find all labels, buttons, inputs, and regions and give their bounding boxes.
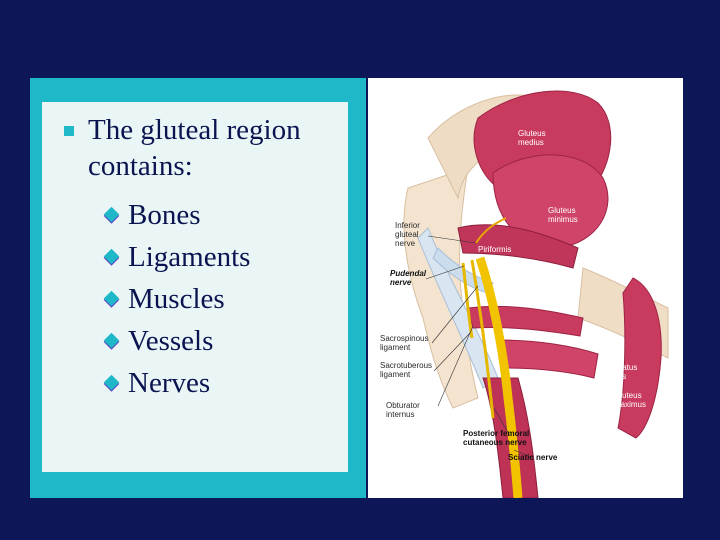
label-piriformis: Piriformis [478,245,511,254]
slide-heading: The gluteal region contains: [88,114,301,182]
list-item: Vessels [103,320,250,362]
inferior-gluteal-nerve [475,217,507,244]
label-sciatic-nerve: Sciatic nerve [508,453,558,462]
square-bullet-icon [64,126,74,136]
list-item: Ligaments [103,236,250,278]
text-panel: The gluteal region contains: Bones Ligam… [30,78,366,498]
posterior-femoral-cutaneous-nerve [470,259,495,419]
obturator-internus-muscle [467,305,584,337]
content-list: Bones Ligaments Muscles Vessels Nerves [103,194,250,404]
gluteus-maximus-muscle [617,277,662,439]
list-item: Muscles [103,278,250,320]
diamond-bullet-icon [103,290,120,307]
text-panel-inner: The gluteal region contains: Bones Ligam… [42,102,348,472]
list-item: Bones [103,194,250,236]
pointer-lines [425,235,534,459]
piriformis-muscle [457,224,579,269]
diamond-bullet-icon [103,332,120,349]
list-item: Nerves [103,362,250,404]
quadratus-femoris-muscle [497,339,599,379]
gluteus-minimus-muscle [492,154,609,249]
diamond-bullet-icon [103,206,120,223]
diamond-bullet-icon [103,374,120,391]
sciatic-nerve [475,256,523,498]
diamond-bullet-icon [103,248,120,265]
